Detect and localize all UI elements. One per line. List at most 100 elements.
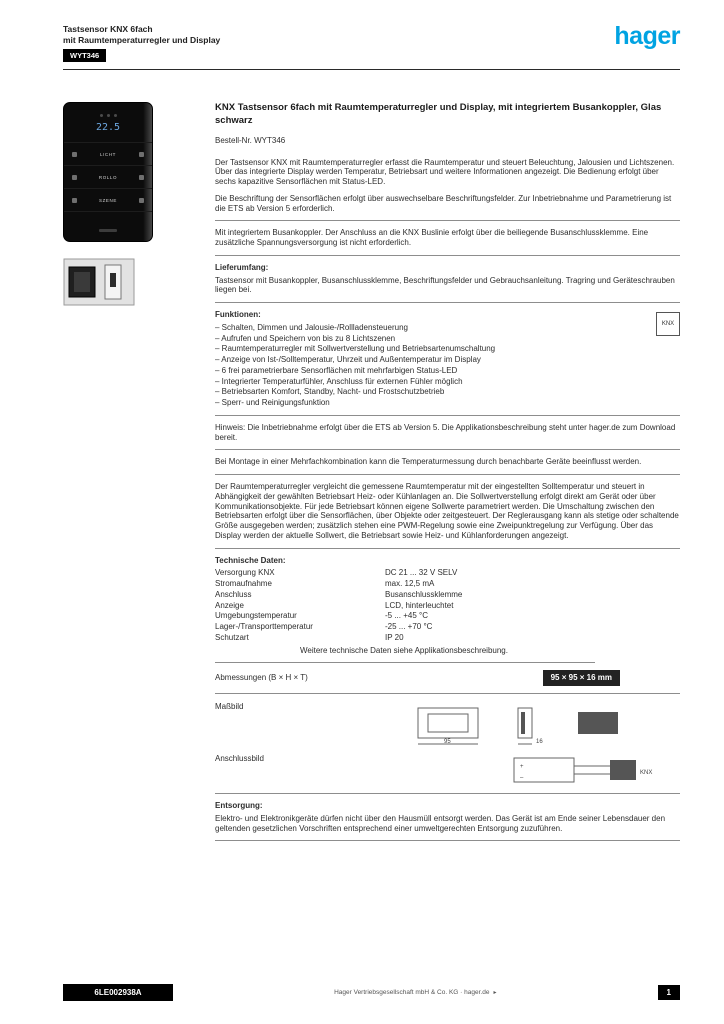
tech-label: Anschluss xyxy=(215,589,252,599)
section-divider xyxy=(215,414,680,416)
page-header: Tastsensor KNX 6fach mit Raumtemperaturr… xyxy=(63,24,680,63)
datasheet-body: KNX Tastsensor 6fach mit Raumtemperaturr… xyxy=(215,102,680,848)
dimensions-label: Abmessungen (B × H × T) xyxy=(215,673,308,683)
tech-row: Stromaufnahme max. 12,5 mA xyxy=(215,579,680,589)
product-ref-badge: WYT346 xyxy=(63,49,107,63)
section-divider xyxy=(215,220,680,222)
mounting-note: Bei Montage in einer Mehrfachkombination… xyxy=(215,457,642,467)
connection-drawing-label: Anschlussbild xyxy=(215,754,264,764)
footer-center-text: Hager Vertriebsgesellschaft mbH & Co. KG… xyxy=(334,989,496,996)
hager-logo: hager xyxy=(614,22,680,50)
connection-drawing-row: Anschlussbild + – KNX xyxy=(215,754,680,786)
function-item: Integrierter Temperaturfühler, Anschluss… xyxy=(215,377,680,387)
doc-title-line1: Tastsensor KNX 6fach xyxy=(63,24,153,34)
header-divider xyxy=(63,69,680,71)
touch-row-label: LICHT xyxy=(99,151,116,157)
function-item: Raumtemperaturregler mit Sollwertverstel… xyxy=(215,344,680,354)
functions-section: KNX Funktionen: Schalten, Dimmen und Jal… xyxy=(215,310,680,408)
delivery-text: Tastsensor mit Busankoppler, Busanschlus… xyxy=(215,275,675,295)
device-status-icons xyxy=(64,103,152,118)
tech-row: Anzeige LCD, hinterleuchtet xyxy=(215,601,680,611)
tech-value: -5 ... +45 °C xyxy=(385,611,428,621)
tech-value: Busanschlussklemme xyxy=(385,589,463,599)
conn-minus-label: – xyxy=(520,775,524,781)
device-temperature-display: 22.5 xyxy=(95,122,121,134)
page-number: 1 xyxy=(657,985,680,1000)
tech-value: IP 20 xyxy=(385,632,404,642)
section-divider xyxy=(215,547,680,549)
doc-title-block: Tastsensor KNX 6fach mit Raumtemperaturr… xyxy=(63,24,220,63)
touch-icon xyxy=(138,174,144,180)
tech-row: Lager-/Transporttemperatur -25 ... +70 °C xyxy=(215,622,680,632)
touch-row-label: SZENE xyxy=(98,197,117,203)
touch-icon xyxy=(72,151,77,157)
tech-value: LCD, hinterleuchtet xyxy=(385,600,454,610)
tech-label: Lager-/Transporttemperatur xyxy=(215,622,313,632)
tech-value: DC 21 ... 32 V SELV xyxy=(385,568,458,578)
device-speaker-slot xyxy=(99,229,117,233)
product-photo-flush-insert xyxy=(63,258,215,311)
product-image-column: 22.5 LICHT ROLLO SZENE xyxy=(63,102,215,848)
product-title: KNX Tastsensor 6fach mit Raumtemperaturr… xyxy=(215,102,662,126)
technical-data-section: Technische Daten: Versorgung KNX DC 21 ..… xyxy=(215,556,680,656)
tech-note: Weitere technische Daten siehe Applikati… xyxy=(300,645,508,655)
section-divider-partial xyxy=(215,662,595,664)
function-item: Betriebsarten Komfort, Standby, Nacht- u… xyxy=(215,387,680,397)
scope-paragraph: Mit integriertem Busankoppler. Der Ansch… xyxy=(215,228,649,248)
tech-value: -25 ... +70 °C xyxy=(385,622,433,632)
page-footer: 6LE002938A Hager Vertriebsgesellschaft m… xyxy=(63,984,680,1001)
product-photo-touch-sensor: 22.5 LICHT ROLLO SZENE xyxy=(63,102,153,243)
tech-row: Versorgung KNX DC 21 ... 32 V SELV xyxy=(215,568,680,578)
touch-icon xyxy=(138,151,144,157)
delivery-heading: Lieferumfang: xyxy=(215,262,269,272)
function-item: Sperr- und Reinigungsfunktion xyxy=(215,398,680,408)
commissioning-note: Hinweis: Die Inbetriebnahme erfolgt über… xyxy=(215,422,676,442)
tech-label: Versorgung KNX xyxy=(215,568,275,578)
section-divider xyxy=(215,693,680,695)
section-divider xyxy=(215,793,680,795)
controller-description: Der Raumtemperaturregler vergleicht die … xyxy=(215,482,679,540)
device-touch-row: LICHT xyxy=(64,142,152,165)
connection-diagram: + – KNX xyxy=(365,754,680,786)
intro-paragraph-2: Die Beschriftung der Sensorflächen erfol… xyxy=(215,193,672,213)
disposal-text: Elektro- und Elektronikgeräte dürfen nic… xyxy=(215,813,666,833)
dimensions-row: Abmessungen (B × H × T) 95 × 95 × 16 mm xyxy=(215,670,680,687)
company-line: Hager Vertriebsgesellschaft mbH & Co. KG… xyxy=(334,989,490,996)
touch-icon xyxy=(138,197,144,203)
dimension-drawing-label: Maßbild xyxy=(215,702,244,712)
touch-icon xyxy=(72,197,77,203)
conn-bus-label: KNX xyxy=(640,770,652,776)
device-touch-rows: LICHT ROLLO SZENE xyxy=(64,142,152,213)
function-item: Aufrufen und Speichern von bis zu 8 Lich… xyxy=(215,334,680,344)
doc-title-line2: mit Raumtemperaturregler und Display xyxy=(63,34,221,45)
section-divider xyxy=(215,302,680,304)
conn-plus-label: + xyxy=(520,764,524,770)
page-content: 22.5 LICHT ROLLO SZENE xyxy=(63,102,680,848)
knx-pictogram-icon: KNX xyxy=(656,312,680,337)
dim-width-label: 95 xyxy=(444,739,451,745)
technical-data-heading: Technische Daten: xyxy=(215,555,286,565)
function-item: 6 frei parametrierbare Sensorflächen mit… xyxy=(215,366,680,376)
disposal-section: Entsorgung: Elektro- und Elektronikgerät… xyxy=(215,801,680,833)
dimension-diagram: 95 16 xyxy=(365,702,680,746)
device-touch-row: ROLLO xyxy=(64,165,152,188)
order-number: Bestell-Nr. WYT346 xyxy=(215,135,286,145)
tech-label: Umgebungstemperatur xyxy=(215,611,297,621)
function-item: Schalten, Dimmen und Jalousie-/Rollladen… xyxy=(215,323,680,333)
functions-heading: Funktionen: xyxy=(215,310,261,320)
section-divider xyxy=(215,254,680,256)
section-divider xyxy=(215,840,680,842)
touch-icon xyxy=(72,174,77,180)
dimensions-value: 95 × 95 × 16 mm xyxy=(542,670,620,687)
function-item: Anzeige von Ist-/Solltemperatur, Uhrzeit… xyxy=(215,355,680,365)
tech-value: max. 12,5 mA xyxy=(385,579,435,589)
tech-row: Anschluss Busanschlussklemme xyxy=(215,590,680,600)
device-touch-row: SZENE xyxy=(64,188,152,211)
tech-label: Stromaufnahme xyxy=(215,579,272,589)
dim-depth-label: 16 xyxy=(536,739,543,745)
tech-row: Umgebungstemperatur -5 ... +45 °C xyxy=(215,611,680,621)
document-reference: 6LE002938A xyxy=(63,984,173,1001)
intro-paragraph-1: Der Tastsensor KNX mit Raumtemperaturreg… xyxy=(215,157,675,187)
tech-label: Anzeige xyxy=(215,600,244,610)
